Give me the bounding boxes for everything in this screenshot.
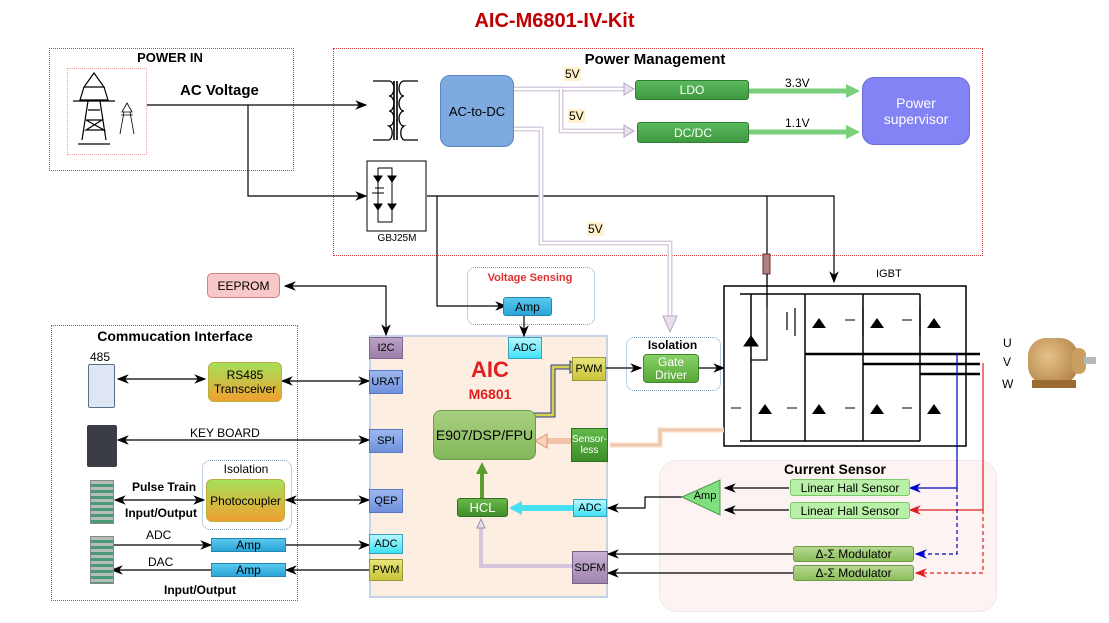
power-tower-frame xyxy=(67,68,147,155)
rectifier-label: GBJ25M xyxy=(377,233,417,244)
power-in-label: POWER IN xyxy=(137,50,203,65)
voltage-label-3v3: 3.3V xyxy=(785,76,810,90)
gate-driver: Gate Driver xyxy=(643,354,699,383)
terminal-block-icon-1 xyxy=(90,480,114,524)
rs485-transceiver: RS485 Transceiver xyxy=(208,362,282,402)
photocoupler: Photocoupler xyxy=(206,479,285,522)
mcu-block xyxy=(369,335,608,598)
port-adc-right: ADC xyxy=(573,499,607,517)
keypad-icon xyxy=(87,425,117,467)
current-amp-triangle xyxy=(680,479,721,516)
eeprom-block: EEPROM xyxy=(207,273,280,298)
isolation-photo-group xyxy=(202,460,292,530)
port-sdfm: SDFM xyxy=(572,551,608,584)
linear-hall-sensor-1: Linear Hall Sensor xyxy=(790,479,910,496)
phase-sense-wires xyxy=(908,353,984,578)
linear-hall-sensor-2: Linear Hall Sensor xyxy=(790,502,910,519)
port-spi: SPI xyxy=(369,429,403,453)
igbt-label: IGBT xyxy=(876,268,902,280)
phase-v-label: V xyxy=(1003,355,1012,369)
comm-interface-label: Commucation Interface xyxy=(97,328,253,344)
power-management-group xyxy=(333,48,983,256)
mcu-internal-arrows xyxy=(476,360,724,568)
voltage-label-5v-ldo: 5V xyxy=(564,67,581,81)
delta-sigma-modulator-1: Δ-Σ Modulator xyxy=(793,546,914,562)
current-amp-label: Amp xyxy=(693,490,717,502)
port-qep: QEP xyxy=(369,489,403,513)
diagram-title: AIC-M6801-IV-Kit xyxy=(474,10,635,32)
comm-interface-group xyxy=(51,325,298,601)
adc-io-label: ADC xyxy=(146,528,172,542)
pulse-io-label: Input/Output xyxy=(125,506,197,520)
voltage-label-1v1: 1.1V xyxy=(785,116,810,130)
power-management-label: Power Management xyxy=(584,51,726,68)
ac-dc-converter: AC-to-DC xyxy=(440,75,514,147)
sensorless-block: Sensor-less xyxy=(571,428,608,462)
dcdc-block: DC/DC xyxy=(637,122,749,143)
terminal-block-icon-2 xyxy=(90,536,114,584)
dac-amp: Amp xyxy=(211,563,286,577)
transformer-icon xyxy=(373,80,418,141)
dac-io-label: DAC xyxy=(148,555,174,569)
voltage-sensing-label: Voltage Sensing xyxy=(487,272,573,284)
shunt-resistor-icon xyxy=(762,253,771,275)
current-sensor-label: Current Sensor xyxy=(784,461,886,477)
voltage-sense-amp: Amp xyxy=(503,297,552,316)
mcu-name: AIC xyxy=(471,357,509,382)
hcl-block: HCL xyxy=(457,498,508,517)
db9-connector-icon xyxy=(88,364,115,408)
mcu-model: M6801 xyxy=(468,386,512,402)
cpu-core: E907/DSP/FPU xyxy=(433,410,536,460)
ldo-block: LDO xyxy=(635,80,749,100)
voltage-sensing-group xyxy=(467,267,595,325)
port-urat: URAT xyxy=(369,370,403,394)
port-pwm-left: PWM xyxy=(369,559,403,581)
delta-sigma-modulator-2: Δ-Σ Modulator xyxy=(793,565,914,581)
port-adc-left: ADC xyxy=(369,534,403,554)
ac-line xyxy=(110,100,839,578)
rectifier-icon xyxy=(366,160,427,232)
adc-amp: Amp xyxy=(211,538,286,552)
ac-voltage-label: AC Voltage xyxy=(180,82,259,99)
phase-w-label: W xyxy=(1002,377,1014,391)
port-pwm-right: PWM xyxy=(572,357,606,381)
isolation-gate-label: Isolation xyxy=(647,338,698,352)
keyboard-label: KEY BOARD xyxy=(190,426,260,440)
phase-u-label: U xyxy=(1003,336,1012,350)
supply-arrows xyxy=(749,84,860,139)
io-label: Input/Output xyxy=(164,583,236,597)
pulse-train-label: Pulse Train xyxy=(132,480,197,494)
power-supervisor: Power supervisor xyxy=(862,77,970,145)
isolation-photo-label: Isolation xyxy=(223,462,269,476)
rs485-label: 485 xyxy=(90,350,111,364)
5v-rails xyxy=(514,82,678,334)
port-adc-top: ADC xyxy=(508,337,542,359)
port-i2c: I2C xyxy=(369,337,403,359)
motor-icon xyxy=(1022,330,1098,392)
power-in-group xyxy=(49,48,294,171)
voltage-label-5v-gate: 5V xyxy=(587,222,604,236)
voltage-label-5v-dcdc: 5V xyxy=(568,109,585,123)
power-tower-icon xyxy=(73,71,135,145)
igbt-module xyxy=(723,274,980,447)
